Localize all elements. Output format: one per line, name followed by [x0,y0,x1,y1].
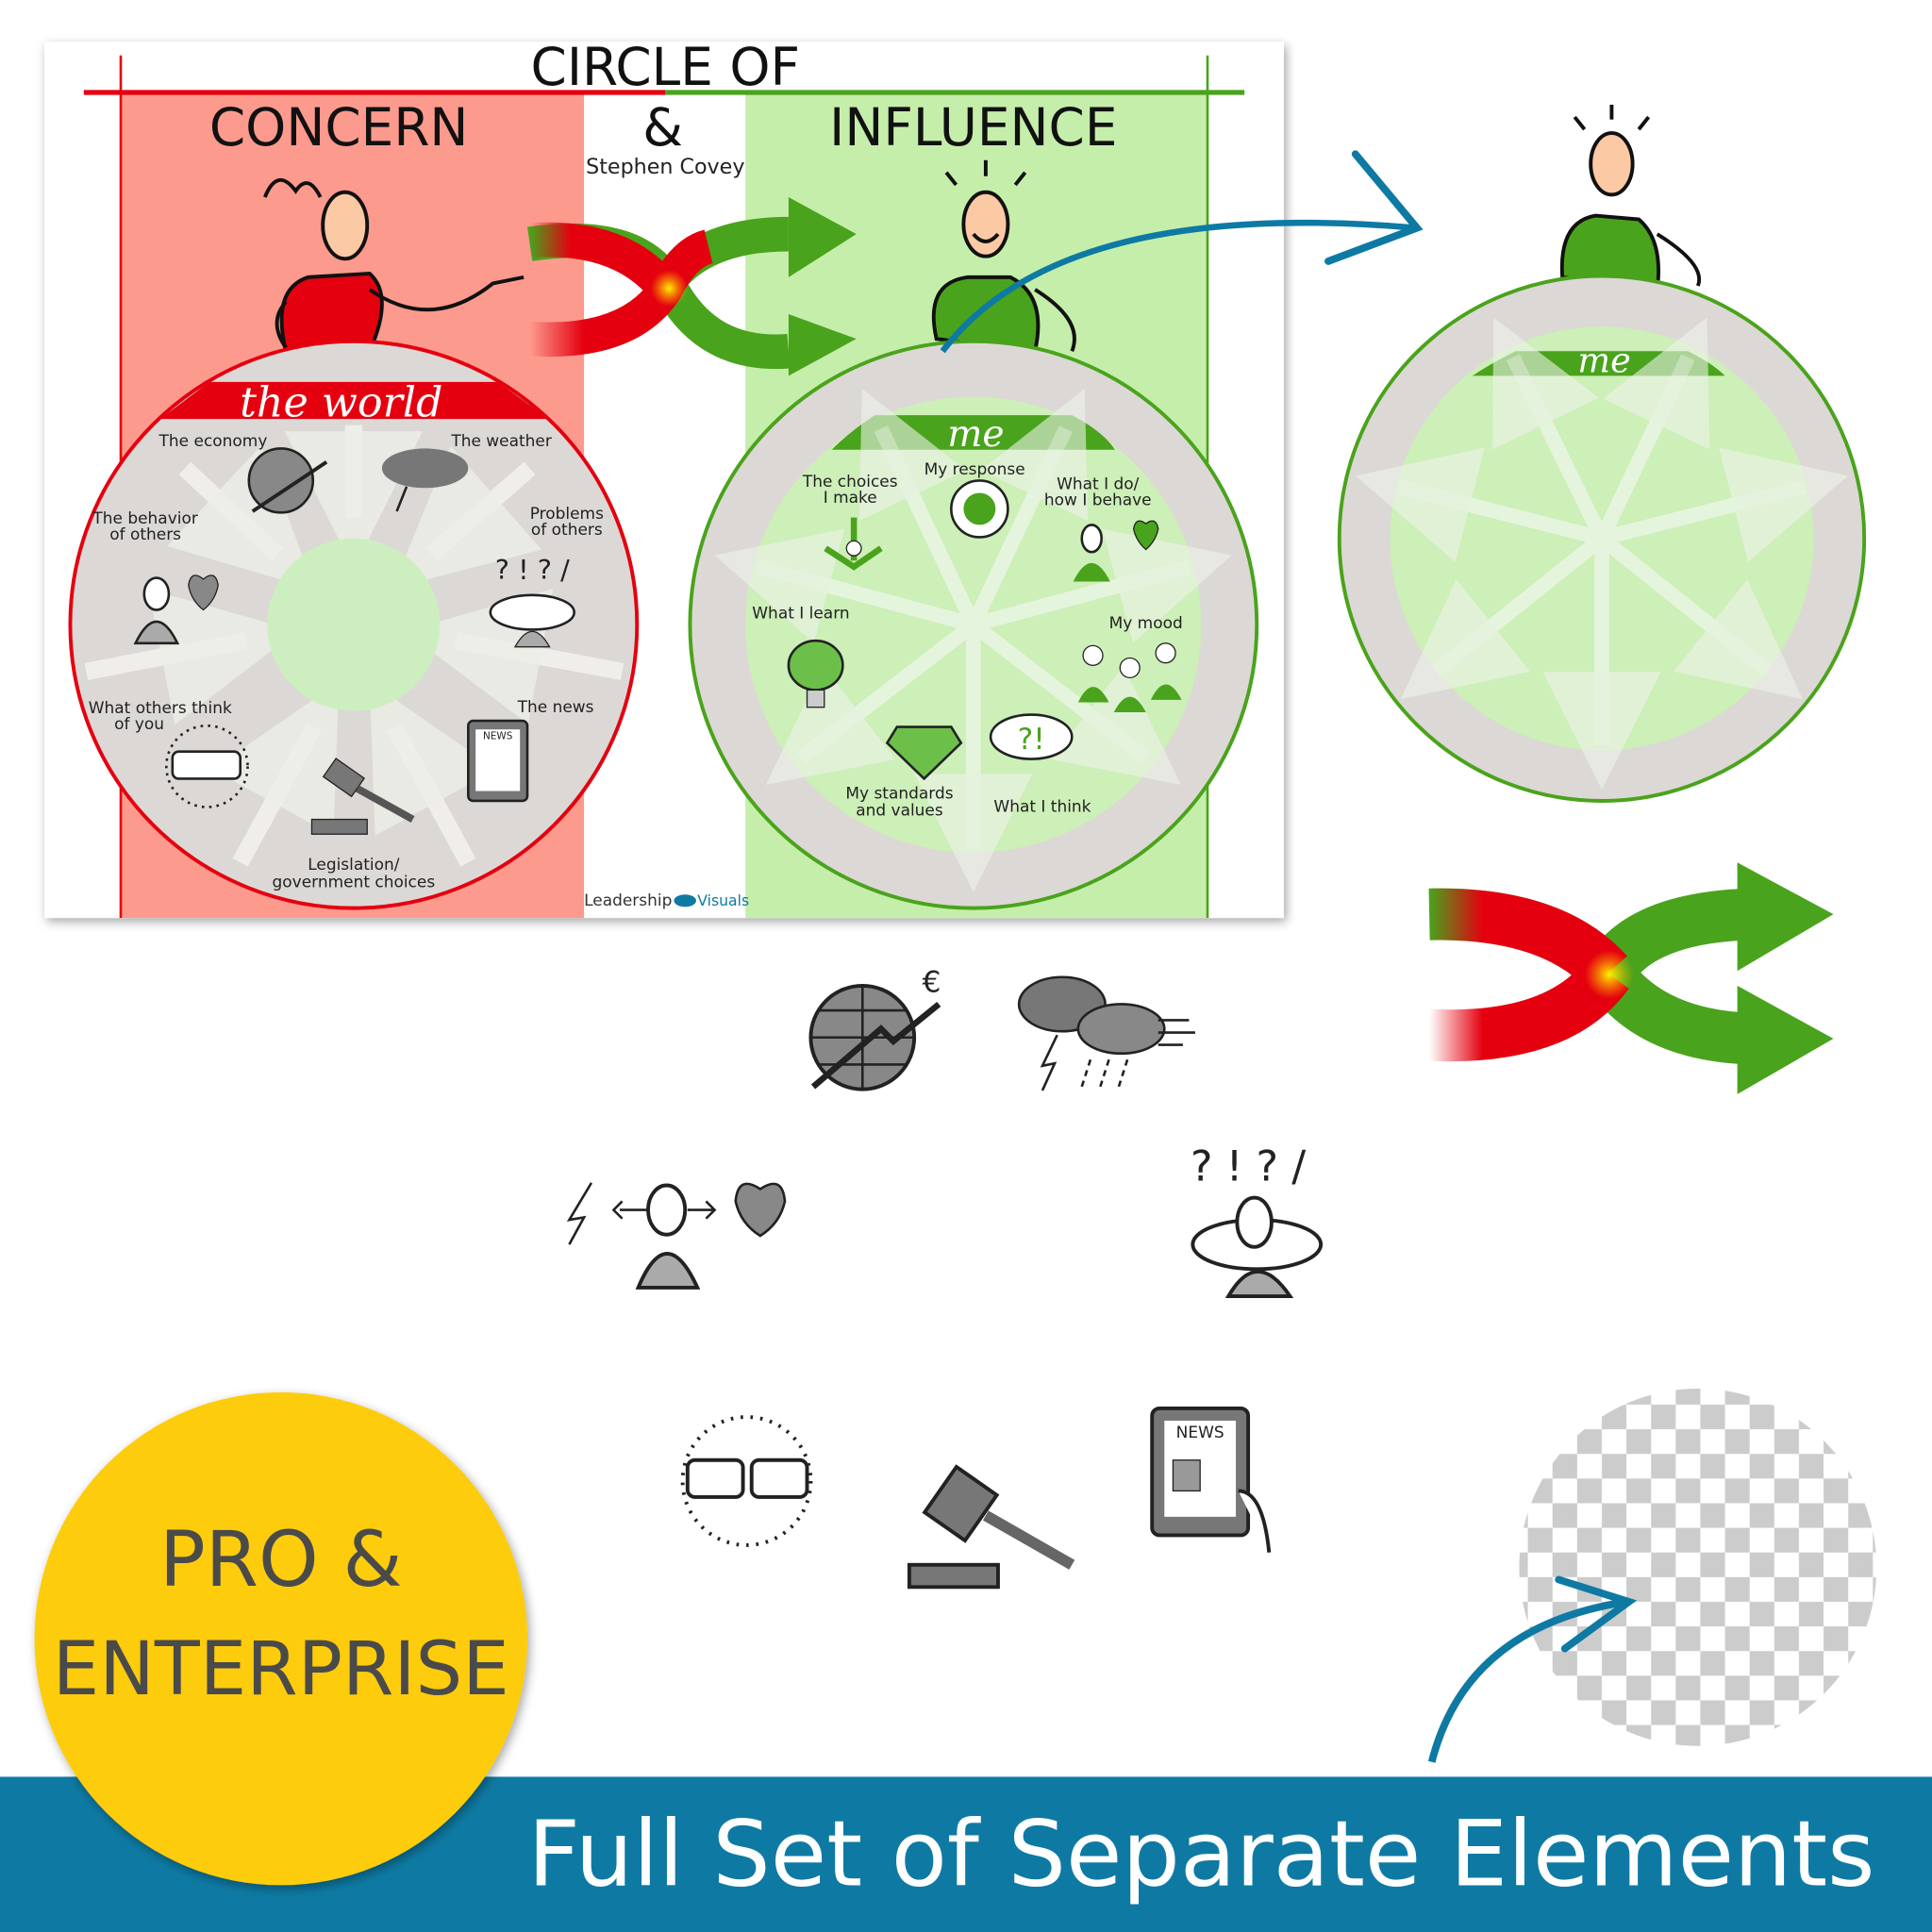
svg-text:me: me [947,413,1004,456]
title-circle-of: CIRCLE OF [531,37,801,97]
circle-of-influence: me The choices I make My response What I… [688,339,1259,910]
globe-icon [247,447,328,514]
footer-text: Full Set of Separate Elements [527,1800,1874,1907]
standalone-happy-person-icon [1559,105,1702,292]
person-reacting-icon [133,575,219,645]
diamond-icon [885,725,963,781]
storm-cloud-icon [381,448,469,512]
svg-text:the world: the world [240,378,442,426]
svg-text:The choices: The choices [802,473,898,491]
svg-text:What I do/: What I do/ [1057,475,1140,494]
choices-arrows-icon [824,517,883,571]
poster: CIRCLE OF CONCERN & INFLUENCE Stephen Co… [44,37,1284,919]
svg-text:of you: of you [114,715,164,734]
shift-arrows-icon [527,196,857,376]
svg-text:?!: ?! [1018,723,1045,757]
svg-text:What I think: What I think [993,798,1091,817]
badge-line2: ENTERPRISE [53,1626,509,1712]
tablet-news-icon: NEWS [467,719,529,803]
pointer-arrow-top [940,219,1418,354]
eye-icon [674,894,696,908]
title-ampersand: & [642,97,683,158]
svg-text:how I behave: how I behave [1044,491,1152,510]
standalone-gavel-icon [907,1464,1075,1590]
svg-text:Problems: Problems [530,505,604,524]
svg-text:€: € [922,965,941,999]
svg-text:My standards: My standards [845,784,953,803]
mood-faces-icon [1077,642,1182,712]
svg-text:Legislation/: Legislation/ [308,856,400,874]
circle-of-concern: the world The economy The weather The be… [68,339,640,910]
svg-text:What others think: What others think [89,699,232,718]
svg-text:Leadership: Leadership [584,891,672,910]
concern-center [267,538,441,711]
pro-enterprise-badge [34,1391,528,1886]
svg-text:of others: of others [109,525,181,544]
standalone-storm-cloud-icon [1017,975,1195,1091]
brand-logo: Leadership Visuals [584,891,749,910]
svg-text:government choices: government choices [273,873,436,891]
standalone-globe-icon: € [808,965,941,1091]
standalone-confused-person-icon: ? ! ? / [1191,1142,1324,1298]
standalone-tablet-news-icon: NEWS [1150,1406,1272,1553]
brain-bulb-icon [787,639,844,708]
svg-text:of others: of others [531,521,603,540]
title-concern: CONCERN [209,97,469,158]
pointer-arrow-bottom [1427,1598,1627,1763]
thumbs-icon [165,724,249,808]
standalone-person-reacting-icon [566,1182,787,1290]
behave-icon [1073,520,1159,582]
thought-bubble-icon: ?! [989,713,1074,760]
svg-text:The economy: The economy [158,432,268,451]
svg-text:My mood: My mood [1109,614,1183,633]
svg-text:The behavior: The behavior [92,509,197,528]
transparent-background-sample [1519,1389,1877,1746]
svg-text:I make: I make [824,489,877,508]
svg-text:The weather: The weather [450,432,552,451]
badge-line1: PRO & [159,1516,403,1605]
svg-text:What I learn: What I learn [752,605,849,624]
standalone-influence-circle: me [1337,105,1867,803]
author: Stephen Covey [586,155,744,179]
svg-text:The news: The news [517,698,594,717]
response-bubble-icon [950,479,1009,539]
gavel-icon [310,758,415,835]
worried-person-icon [262,178,525,377]
svg-text:Visuals: Visuals [697,891,749,909]
svg-text:? ! ? /: ? ! ? / [1191,1142,1306,1191]
svg-text:me: me [1577,340,1630,380]
svg-text:NEWS: NEWS [1176,1424,1224,1442]
confused-person-icon: ? ! ? / [489,554,575,648]
the-world-band [159,381,549,420]
title-influence: INFLUENCE [829,97,1117,158]
standalone-thumbs-icon [680,1415,813,1547]
svg-text:NEWS: NEWS [483,731,513,742]
svg-text:My response: My response [924,460,1025,479]
standalone-shift-arrows-icon [1427,862,1834,1094]
svg-text:? ! ? /: ? ! ? / [495,554,570,586]
svg-text:and values: and values [856,802,943,821]
